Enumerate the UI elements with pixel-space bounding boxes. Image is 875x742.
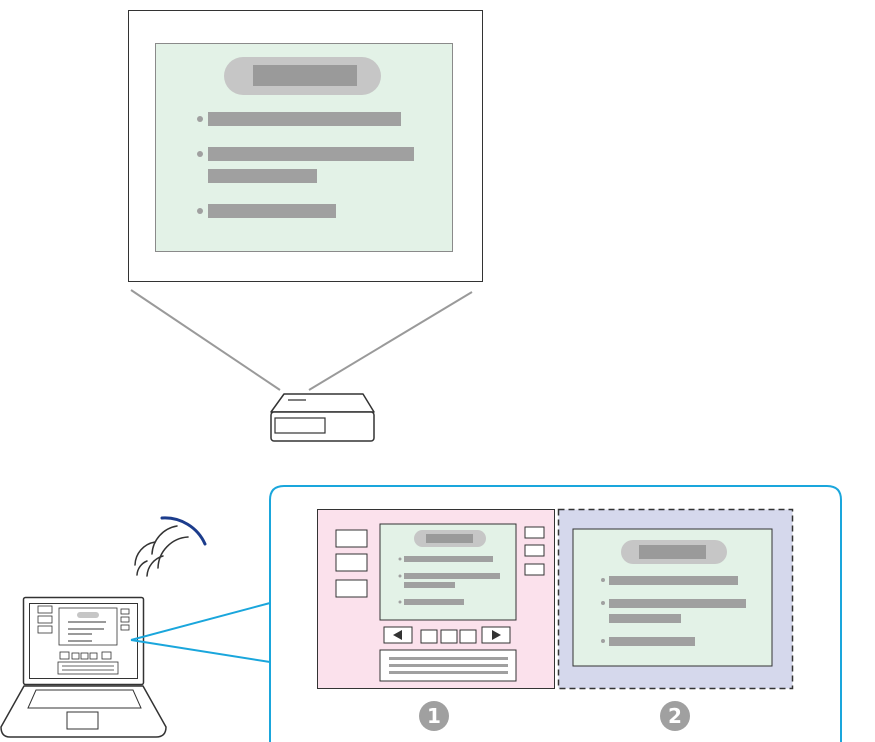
bullet-line <box>208 147 414 161</box>
bullet-dot <box>197 151 203 157</box>
slide-nav-square[interactable] <box>440 629 458 644</box>
region-1-number-badge: 1 <box>419 701 449 731</box>
wireless-signal-icon <box>134 516 207 577</box>
bullet-line <box>208 112 401 126</box>
callout-pointer-upper <box>130 602 271 641</box>
bullet-line <box>208 204 336 218</box>
bullet-dot <box>197 116 203 122</box>
bullet-line-continued <box>208 169 317 183</box>
slide-nav-square[interactable] <box>459 629 477 644</box>
slide-title-bar <box>253 65 357 86</box>
triangle-right-icon <box>492 630 501 640</box>
projected-slide <box>155 43 453 252</box>
slide-nav-square[interactable] <box>420 629 438 644</box>
laptop-keyboard <box>27 689 142 709</box>
callout-pointer-lower <box>130 639 271 663</box>
laptop-icon <box>0 596 167 738</box>
region-2-number-badge: 2 <box>660 701 690 731</box>
projection-screen <box>128 10 483 282</box>
next-slide-thumbnail <box>524 526 545 539</box>
triangle-left-icon <box>393 630 402 640</box>
laptop-touchpad <box>66 711 99 730</box>
projected-view-region <box>557 508 794 690</box>
bullet-dot <box>197 208 203 214</box>
thumbnail <box>335 579 368 598</box>
projection-beam-right <box>308 291 473 391</box>
projector-icon <box>270 393 375 442</box>
next-slide-thumbnail <box>524 544 545 557</box>
thumbnail <box>335 529 368 548</box>
thumbnail <box>335 553 368 572</box>
projection-beam-left <box>130 289 281 391</box>
next-slide-thumbnail <box>524 563 545 576</box>
presenter-view-region <box>317 509 555 689</box>
